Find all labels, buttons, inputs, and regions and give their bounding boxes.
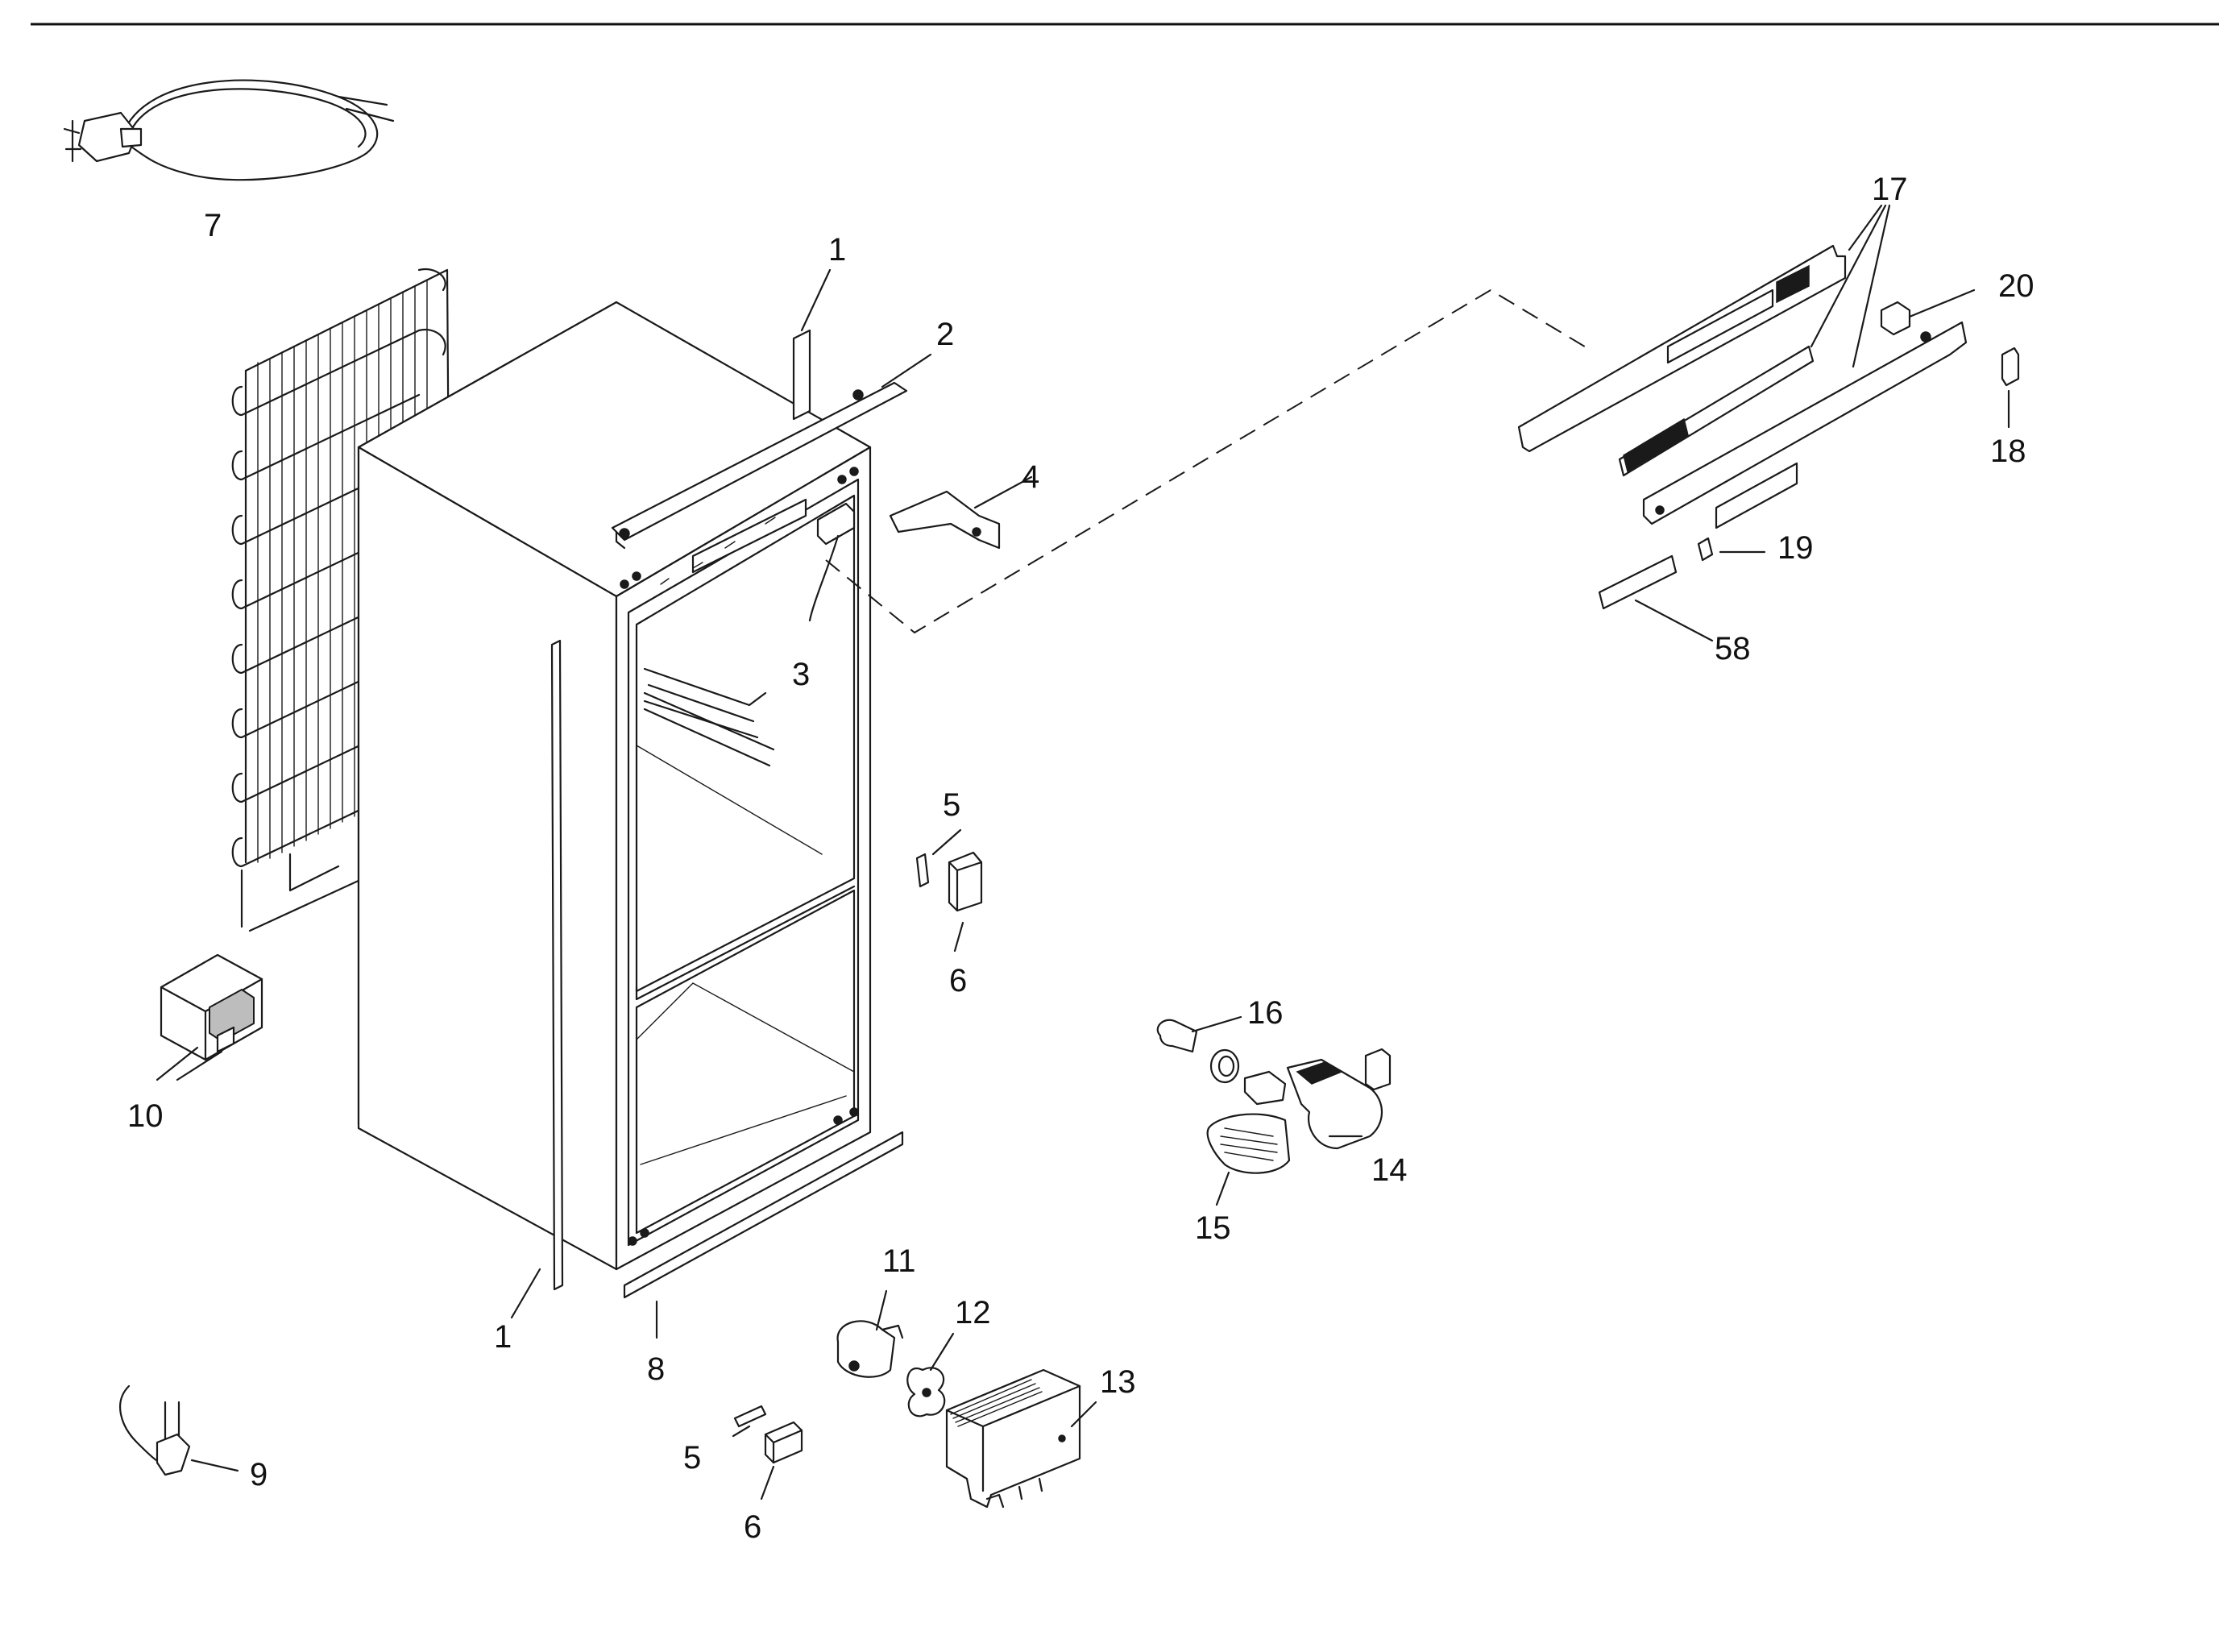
lamp-holder-part — [836, 1320, 904, 1378]
label-10: 10 — [127, 1098, 164, 1134]
label-13: 13 — [1100, 1364, 1136, 1400]
control-rail-assembly-part — [1517, 244, 2020, 610]
part-labels: 1 2 3 4 5 6 7 10 1 8 9 11 12 13 5 6 14 1… — [127, 172, 2034, 1545]
label-2: 2 — [936, 317, 954, 352]
fan-cover-part — [945, 1368, 1081, 1509]
fan-blade-part — [906, 1367, 946, 1417]
vertical-strip-bottom-part — [550, 639, 564, 1291]
relay-box-part — [160, 953, 263, 1061]
label-15: 15 — [1195, 1210, 1231, 1246]
label-8: 8 — [647, 1351, 665, 1387]
leader-lines — [156, 204, 2010, 1500]
label-17: 17 — [1872, 172, 1908, 207]
label-7: 7 — [204, 208, 222, 243]
switch-and-cap-low-part — [733, 1405, 803, 1464]
vertical-strip-top-part — [792, 329, 811, 421]
top-rail-part — [611, 381, 908, 550]
label-14: 14 — [1371, 1152, 1408, 1188]
lamp-assembly-part — [1156, 1019, 1392, 1174]
thermostat-box-part — [808, 502, 856, 622]
label-4: 4 — [1022, 459, 1039, 495]
power-cord-part — [63, 79, 395, 181]
label-5-low: 5 — [683, 1440, 701, 1476]
label-18: 18 — [1990, 434, 2026, 469]
hinge-bracket-part — [889, 490, 1001, 550]
base-strip-part — [623, 1131, 904, 1299]
label-9: 9 — [250, 1457, 268, 1492]
label-16: 16 — [1247, 995, 1284, 1031]
label-58: 58 — [1715, 631, 1751, 666]
label-5-mid: 5 — [943, 787, 960, 823]
heater-part — [119, 1384, 191, 1476]
label-6-mid: 6 — [949, 963, 967, 998]
label-3: 3 — [792, 657, 810, 692]
label-20: 20 — [1998, 268, 2034, 304]
label-11: 11 — [882, 1243, 916, 1279]
label-1-top: 1 — [828, 232, 846, 268]
label-19: 19 — [1777, 530, 1814, 566]
switch-and-cap-mid-part — [915, 851, 983, 912]
label-1-bottom: 1 — [494, 1319, 512, 1355]
label-12: 12 — [955, 1295, 991, 1330]
label-6-low: 6 — [744, 1509, 761, 1545]
dashed-connection-line — [825, 288, 1592, 634]
